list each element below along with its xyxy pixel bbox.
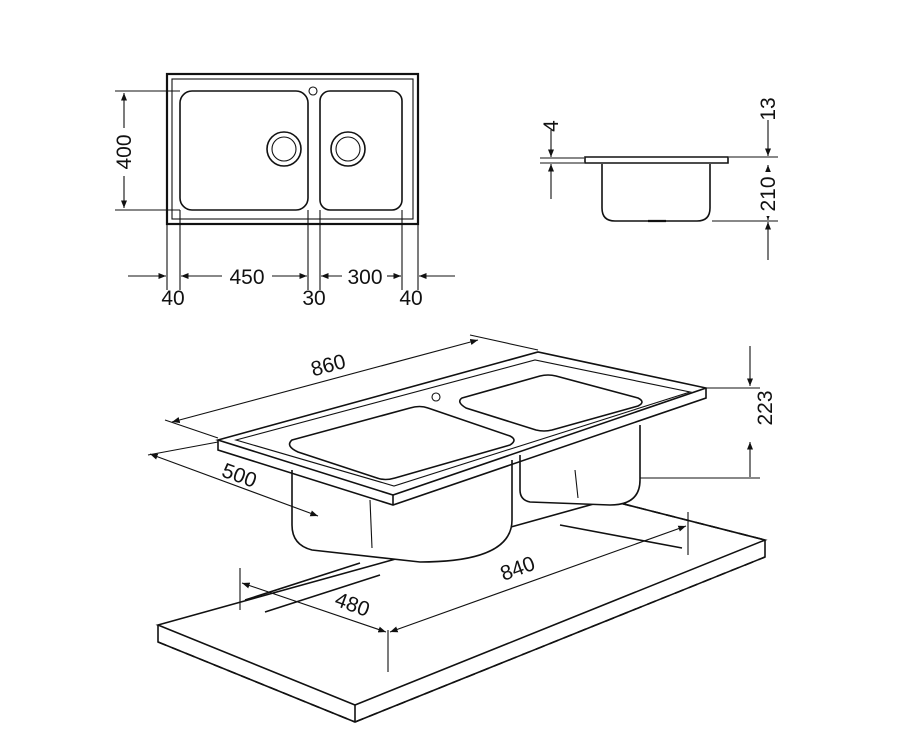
- dim-210: 210: [757, 176, 780, 211]
- dim-480: 480: [332, 588, 373, 622]
- top-inner-rim: [171, 78, 414, 220]
- right-drain: [330, 131, 366, 167]
- tap-hole: [308, 86, 318, 96]
- dim-40-left: 40: [161, 287, 184, 310]
- right-bowl: [319, 90, 403, 211]
- top-outer-rim: [165, 72, 420, 226]
- dim-40-right: 40: [399, 287, 422, 310]
- side-bowl: [601, 164, 711, 222]
- left-bowl: [179, 90, 309, 211]
- dim-400: 400: [113, 134, 136, 169]
- dim-450: 450: [229, 266, 264, 289]
- isometric-view: 860 500 223 480 840: [147, 334, 777, 723]
- dim-300: 300: [347, 266, 382, 289]
- right-drain-inner: [335, 136, 361, 162]
- dim-30: 30: [302, 287, 325, 310]
- side-rim: [584, 156, 729, 164]
- side-view: 4 13 210: [540, 97, 780, 260]
- left-drain: [266, 131, 302, 167]
- dim-13: 13: [757, 97, 780, 120]
- dim-500: 500: [219, 459, 260, 493]
- dim-223: 223: [754, 390, 777, 425]
- dim-4: 4: [540, 120, 563, 132]
- top-view: 400 450 300 40 30 40: [112, 72, 455, 310]
- left-drain-inner: [271, 136, 297, 162]
